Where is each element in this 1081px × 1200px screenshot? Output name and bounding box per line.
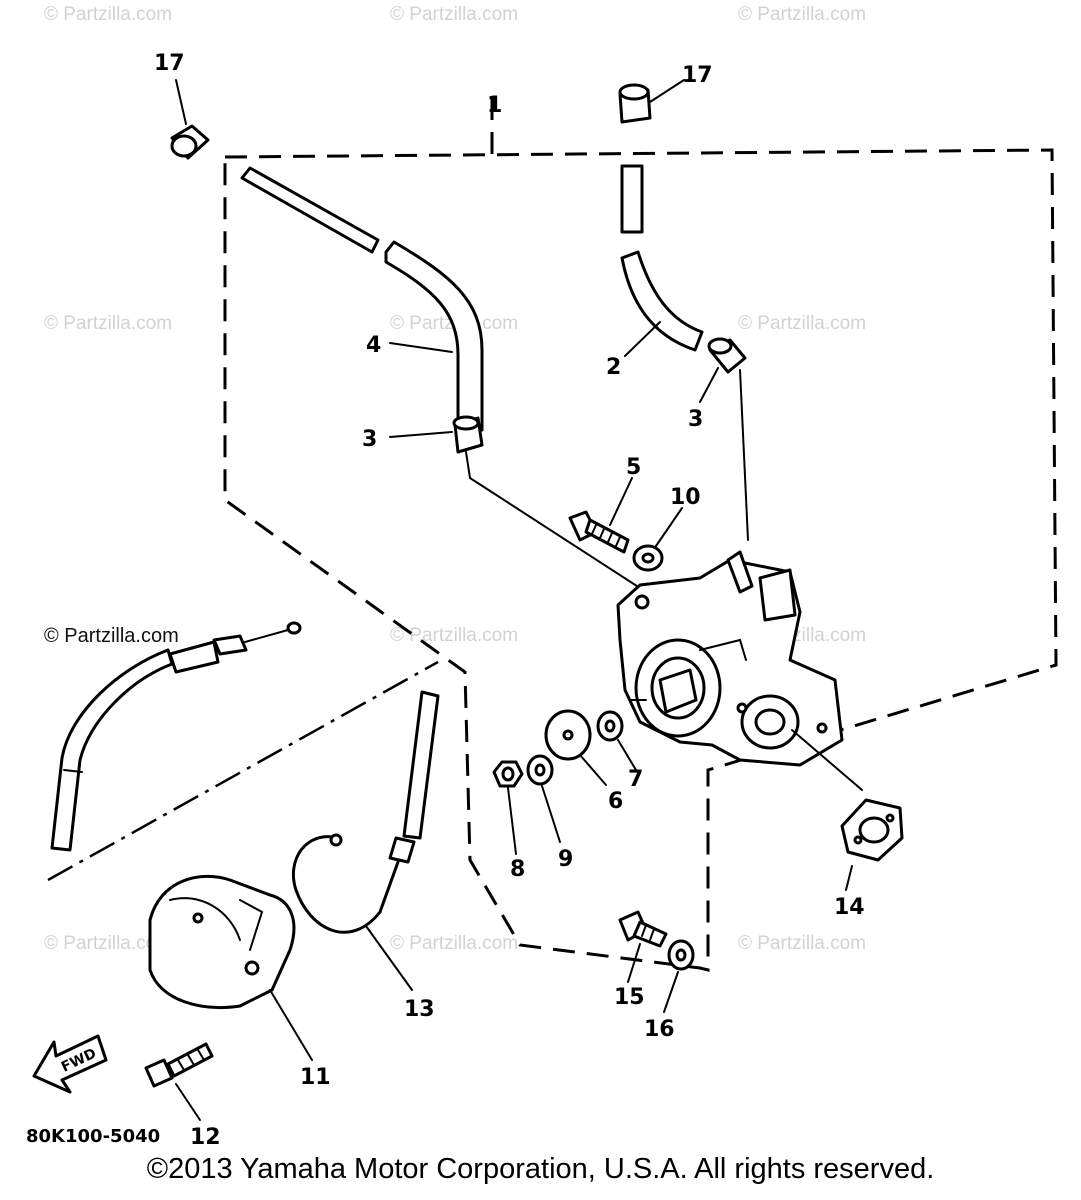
forward-arrow-icon: FWD [32, 1034, 108, 1094]
callout-17: 17 [682, 63, 713, 88]
copyright-notice: ©2013 Yamaha Motor Corporation, U.S.A. A… [146, 1153, 935, 1185]
callout-4: 4 [366, 333, 381, 358]
callout-15: 15 [614, 985, 645, 1010]
part-2-hose [620, 164, 704, 357]
callout-11: 11 [300, 1065, 331, 1090]
part-16-washer [663, 939, 695, 1013]
part-17-cap [170, 79, 210, 160]
watermark: © Partzilla.com [390, 4, 519, 25]
assembly-boundary [223, 148, 1058, 972]
part-7-washer [596, 710, 637, 771]
callout-12: 12 [190, 1125, 221, 1150]
part-4-hose [240, 166, 484, 432]
watermark: © Partzilla.com [390, 933, 519, 954]
part-10-washer [632, 507, 683, 572]
callout-1: 1 [487, 93, 502, 118]
callout-5: 5 [626, 455, 641, 480]
watermark: © Partzilla.com [44, 933, 173, 954]
diagram-code: 80K100-5040 [26, 1126, 160, 1147]
watermark: © Partzilla.com [44, 4, 173, 25]
part-3-clamp [699, 337, 749, 541]
part-15-bolt [618, 910, 668, 983]
part-3-clamp [389, 415, 641, 589]
part-17-cap [618, 79, 685, 124]
callout-14: 14 [834, 895, 865, 920]
part-8-nut [492, 760, 524, 855]
callout-8: 8 [510, 857, 525, 882]
oil-pump-body [616, 550, 844, 767]
callout-6: 6 [608, 789, 623, 814]
part-14-gasket [791, 729, 904, 891]
part-9-washer [526, 754, 561, 843]
separator-line [47, 660, 439, 882]
cable [50, 621, 302, 852]
part-6-plate [544, 709, 607, 786]
callout-13: 13 [404, 997, 435, 1022]
watermark: © Partzilla.com [738, 4, 867, 25]
callout-17: 17 [154, 51, 185, 76]
callout-3: 3 [362, 427, 377, 452]
watermark: © Partzilla.com [738, 933, 867, 954]
part-11-cover [148, 874, 313, 1061]
callout-10: 10 [670, 485, 701, 510]
watermark: © Partzilla.com [44, 313, 173, 334]
watermark: © Partzilla.com [738, 313, 867, 334]
part-13-cable [291, 690, 440, 991]
part-5-bolt [568, 477, 633, 554]
part-12-bolt [144, 1042, 214, 1121]
callout-2: 2 [606, 355, 621, 380]
callout-9: 9 [558, 847, 573, 872]
callout-7: 7 [628, 767, 643, 792]
watermark: © Partzilla.com [44, 625, 179, 647]
callout-16: 16 [644, 1017, 675, 1042]
callout-3: 3 [688, 407, 703, 432]
